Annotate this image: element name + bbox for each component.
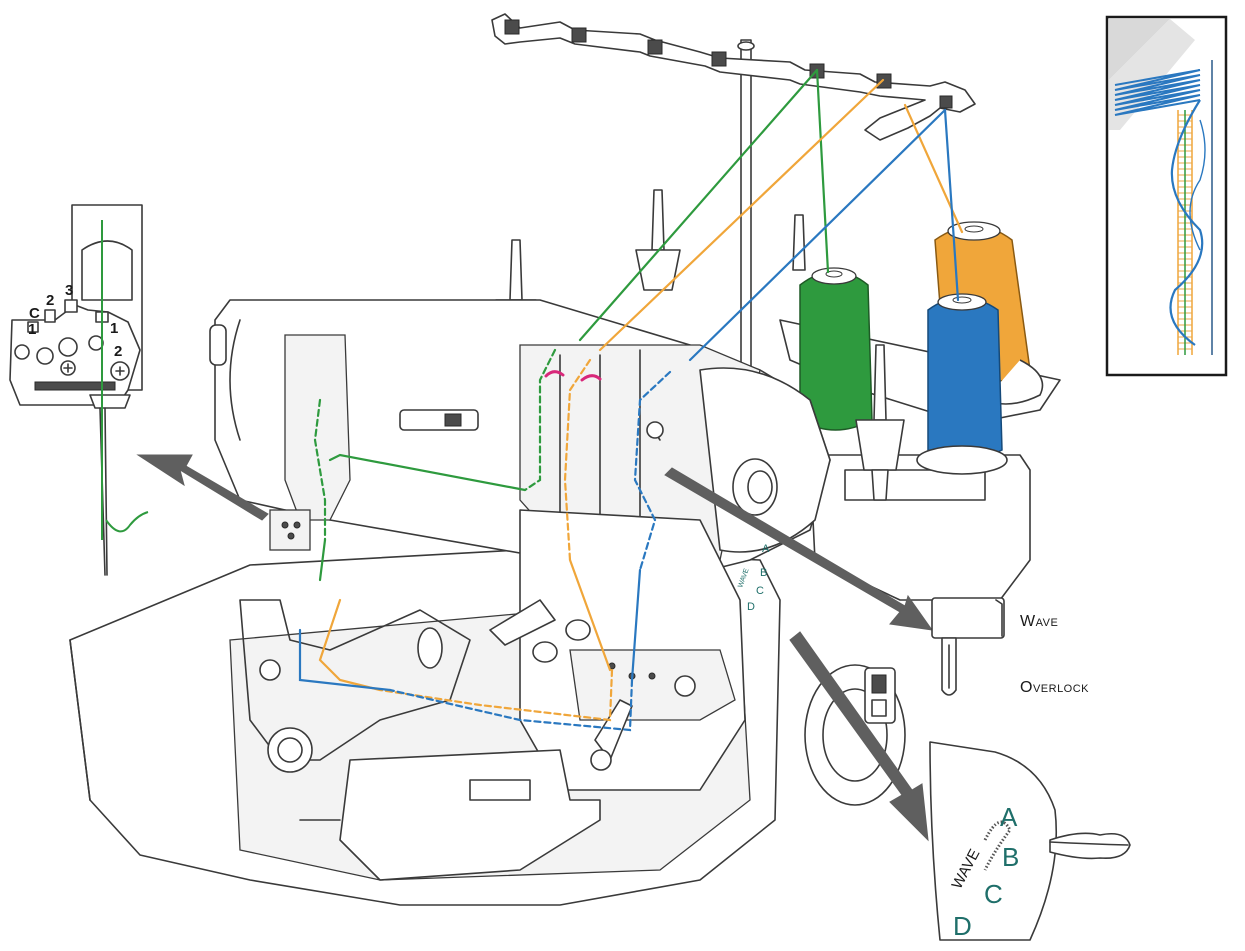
side-dial-b: B [760,567,767,579]
side-dial-c: C [756,585,764,597]
dial-d: D [953,911,972,941]
plate-label-1: 1 [28,321,36,338]
wave-dial: A B C D WAVE [929,741,1131,941]
dial-c: C [984,879,1003,909]
arrow-to-needle-detail [136,454,269,521]
wave-overlock-lever: Wave Overlock [931,597,1089,696]
dial-b: B [1002,842,1019,872]
plate-label-right-2: 2 [114,343,122,360]
needle-clamp-detail: C 2 3 1 1 2 [9,204,149,576]
thread-stand [491,13,976,511]
callout-arrows [136,454,934,842]
overlock-label: Overlock [1020,679,1089,696]
wave-label: Wave [1020,613,1058,630]
arrow-to-wave-lever [664,467,934,631]
serger-body [69,299,906,906]
plate-label-right-1: 1 [110,320,118,337]
plate-label-2: 2 [46,292,54,309]
side-dial-d: D [747,601,755,613]
wave-overlock-stitch-sample [1105,15,1228,377]
side-dial-a: A [762,543,770,555]
thread-paths [298,68,964,732]
plate-label-3: 3 [65,282,73,299]
plate-label-c: C [29,305,40,322]
dial-a: A [1000,802,1018,832]
arrow-to-dial [789,631,929,842]
